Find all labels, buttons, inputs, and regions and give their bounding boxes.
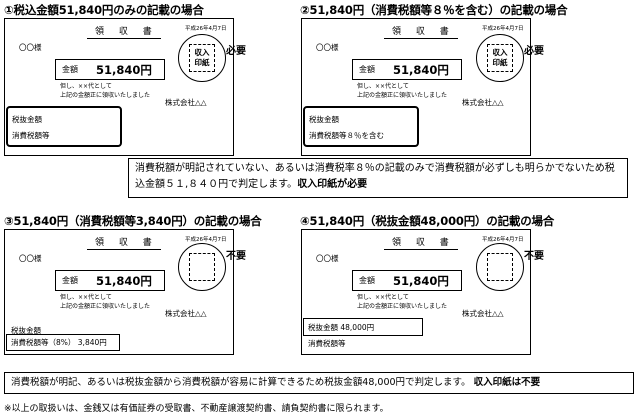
receipt-note-2: 上記の金額正に領収いたしました [60,92,151,99]
tax-item-excluded: 税抜金額 [12,115,42,124]
revenue-stamp-icon [189,253,215,281]
receipt-note-1: 但し、××代として [60,294,112,301]
amount-box: 金額 51,840円 [55,59,165,80]
amount-label: 金額 [359,276,375,285]
tax-item-excluded: 税抜金額 48,000円 [308,323,375,332]
amount-box: 金額 51,840円 [352,59,462,80]
receipt-note-2: 上記の金額正に領収いたしました [357,92,448,99]
receipt-recipient: 〇〇様 [19,43,42,52]
receipt-recipient: 〇〇様 [316,254,339,263]
title-underline [87,38,161,39]
receipt-2: 領 収 書 平成26年4月7日 〇〇様 金額 51,840円 但し、××代として… [301,18,531,156]
tax-highlight-box: 税抜金額 48,000円 [303,318,423,336]
receipt-note-1: 但し、××代として [60,83,112,90]
revenue-stamp-circle: 収入 印紙 [178,34,226,82]
revenue-stamp-circle [178,243,226,291]
tax-item-excluded: 税抜金額 [309,115,339,124]
receipt-recipient: 〇〇様 [19,254,42,263]
section-2-title: ②51,840円（消費税額等８％を含む）の記載の場合 [300,3,568,17]
receipt-note-1: 但し、××代として [357,294,409,301]
receipt-title: 領 収 書 [392,238,455,248]
tax-item-consumption: 消費税額等（8%） 3,840円 [11,338,107,347]
tax-highlight-box: 税抜金額 消費税額等８％を含む [303,106,419,147]
stamp-required-label: 必要 [524,46,544,57]
amount-value: 51,840円 [393,62,449,77]
revenue-stamp-icon [487,253,513,281]
receipt-title: 領 収 書 [392,27,455,37]
callout-emphasis: 収入印紙は不要 [473,377,541,388]
title-underline [384,249,458,250]
revenue-stamp-circle: 収入 印紙 [476,34,524,82]
receipt-note-1: 但し、××代として [357,83,409,90]
amount-value: 51,840円 [96,273,152,288]
receipt-note-2: 上記の金額正に領収いたしました [357,303,448,310]
amount-box: 金額 51,840円 [55,270,165,291]
callout-text: 消費税額が明記されていない、あるいは消費税率８％の記載のみで消費税額が必ずしも明… [135,163,615,190]
footnote: ※以上の取扱いは、金銭又は有価証券の受取書、不動産譲渡契約書、請負契約書に限られ… [4,404,389,414]
amount-label: 金額 [359,65,375,74]
title-underline [384,38,458,39]
callout-emphasis: 収入印紙が必要 [297,179,368,190]
revenue-stamp-icon: 収入 印紙 [189,44,215,72]
receipt-date: 平成26年4月7日 [185,26,227,32]
section-1-title: ①税込金額51,840円のみの記載の場合 [4,3,204,17]
stamp-not-required-label: 不要 [524,251,544,262]
explanation-callout-bottom: 消費税額が明記、あるいは税抜金額から消費税額が容易に計算できるため税抜金額48,… [4,372,634,394]
stamp-label-2: 印紙 [194,58,210,67]
tax-highlight-box: 税抜金額 消費税額等 [6,106,122,147]
section-3-title: ③51,840円（消費税額等3,840円）の記載の場合 [4,214,262,228]
receipt-company: 株式会社△△ [165,309,207,318]
stamp-required-label: 必要 [226,46,246,57]
revenue-stamp-circle [476,243,524,291]
tax-item-consumption: 消費税額等 [12,131,50,140]
amount-label: 金額 [62,276,78,285]
title-underline [87,249,161,250]
stamp-label-1: 収入 [492,48,508,57]
receipt-company: 株式会社△△ [462,309,504,318]
receipt-company: 株式会社△△ [165,98,207,107]
amount-box: 金額 51,840円 [352,270,462,291]
receipt-note-2: 上記の金額正に領収いたしました [60,303,151,310]
tax-item-consumption: 消費税額等 [308,339,346,348]
stamp-not-required-label: 不要 [226,251,246,262]
receipt-date: 平成26年4月7日 [482,26,524,32]
stamp-label-1: 収入 [194,48,210,57]
amount-value: 51,840円 [96,62,152,77]
receipt-company: 株式会社△△ [462,98,504,107]
tax-item-excluded: 税抜金額 [11,326,41,335]
amount-value: 51,840円 [393,273,449,288]
tax-item-consumption: 消費税額等８％を含む [309,131,384,140]
section-4-title: ④51,840円（税抜金額48,000円）の記載の場合 [300,214,555,228]
tax-highlight-box: 消費税額等（8%） 3,840円 [6,334,120,351]
callout-text: 消費税額が明記、あるいは税抜金額から消費税額が容易に計算できるため税抜金額48,… [11,377,471,388]
receipt-recipient: 〇〇様 [316,43,339,52]
receipt-date: 平成26年4月7日 [482,237,524,243]
revenue-stamp-icon: 収入 印紙 [487,44,513,72]
receipt-title: 領 収 書 [95,238,158,248]
amount-label: 金額 [62,65,78,74]
receipt-title: 領 収 書 [95,27,158,37]
explanation-callout-top: 消費税額が明記されていない、あるいは消費税率８％の記載のみで消費税額が必ずしも明… [128,158,628,198]
stamp-label-2: 印紙 [492,58,508,67]
receipt-date: 平成26年4月7日 [185,237,227,243]
